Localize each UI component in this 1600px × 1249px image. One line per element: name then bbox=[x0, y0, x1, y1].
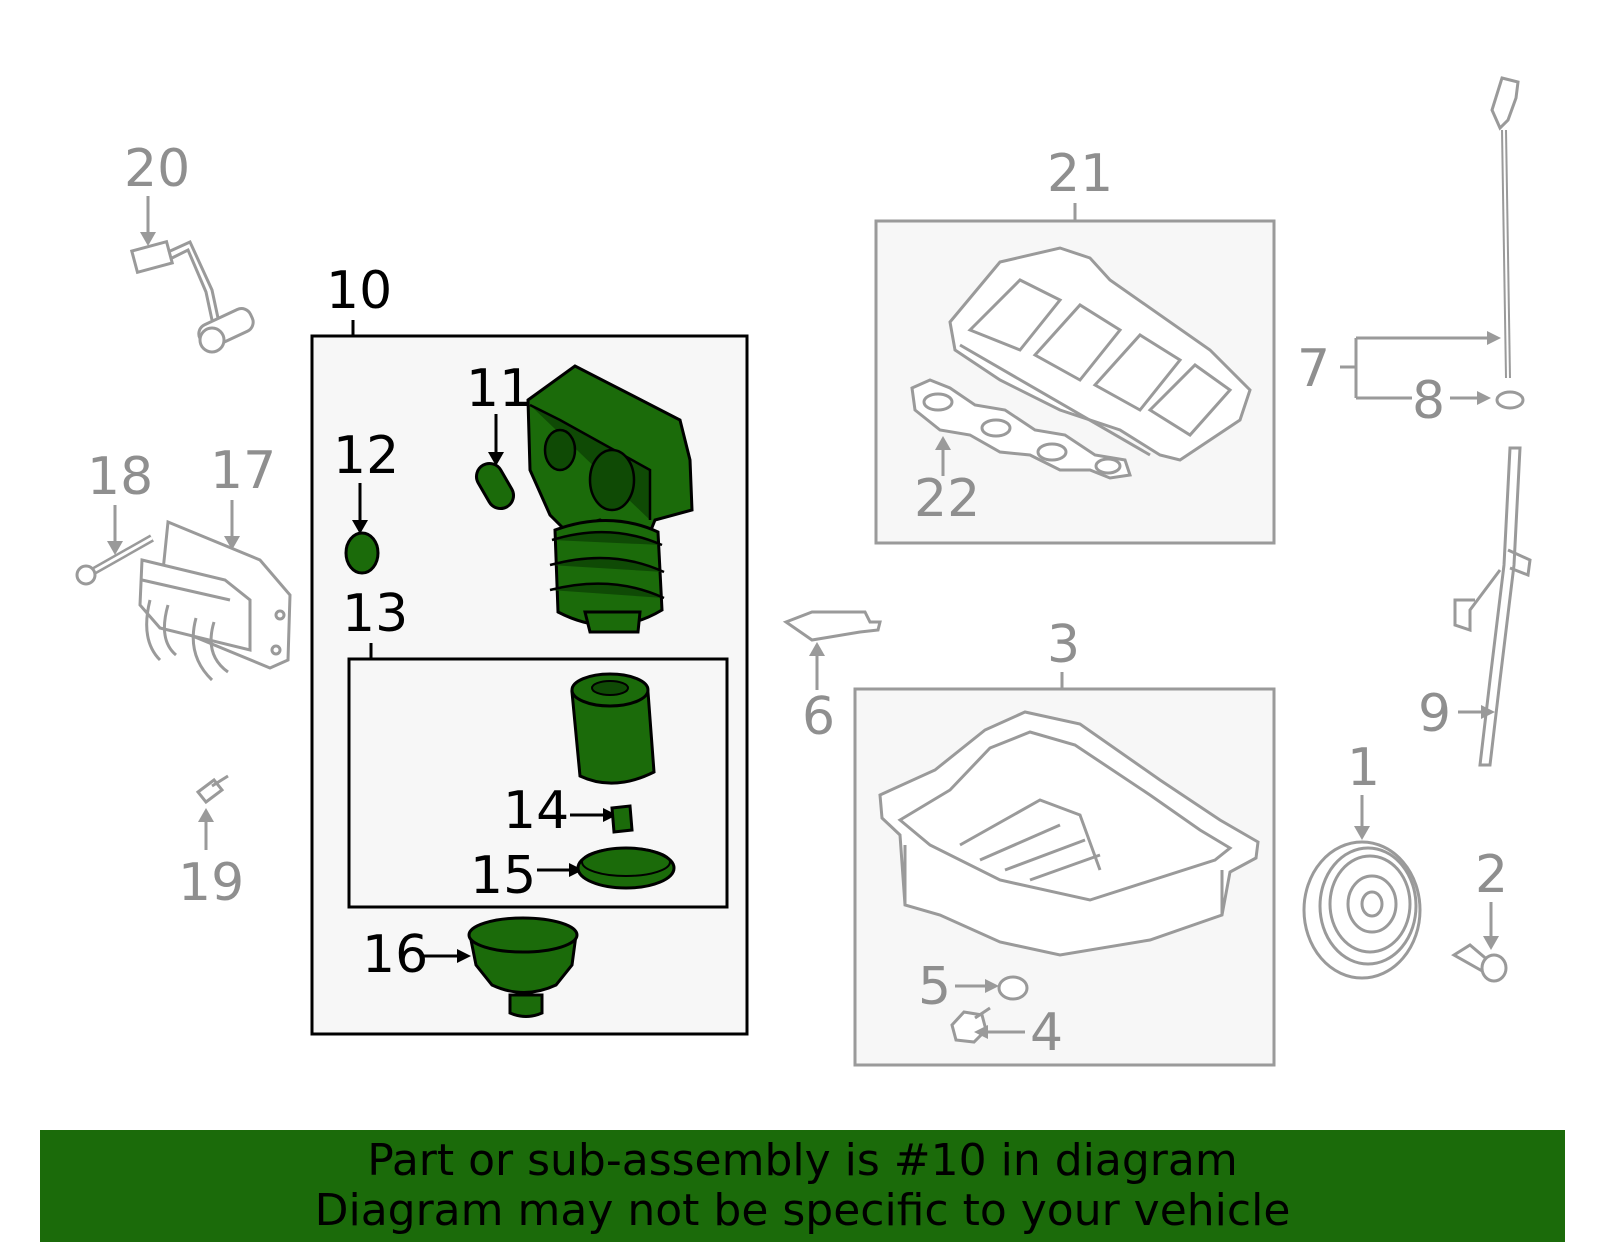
callout-19[interactable]: 19 bbox=[178, 853, 244, 913]
part-3-oil-pan[interactable] bbox=[878, 710, 1260, 957]
part-12-seal[interactable] bbox=[344, 531, 380, 575]
callout-10[interactable]: 10 bbox=[326, 261, 392, 321]
part-19-bolt[interactable] bbox=[195, 774, 229, 805]
callout-5[interactable]: 5 bbox=[918, 957, 951, 1017]
callout-15[interactable]: 15 bbox=[470, 846, 536, 906]
callout-3[interactable]: 3 bbox=[1047, 615, 1080, 675]
callout-20[interactable]: 20 bbox=[124, 139, 190, 199]
banner-line-1: Part or sub-assembly is #10 in diagram bbox=[367, 1135, 1238, 1186]
callout-12[interactable]: 12 bbox=[333, 426, 399, 486]
part-9-dipstick-tube[interactable] bbox=[1453, 446, 1532, 767]
part-14-drain-plug[interactable] bbox=[610, 804, 634, 834]
part-21-intake-manifold[interactable] bbox=[948, 246, 1252, 462]
sub-assembly-13-group: 13 14 15 bbox=[342, 584, 729, 909]
callout-2[interactable]: 2 bbox=[1475, 845, 1508, 905]
callout-4[interactable]: 4 bbox=[1030, 1003, 1063, 1063]
banner-line-2: Diagram may not be specific to your vehi… bbox=[314, 1185, 1291, 1236]
part-15-gasket[interactable] bbox=[576, 846, 676, 890]
part-11-oil-filter-housing[interactable] bbox=[526, 364, 694, 634]
callout-13[interactable]: 13 bbox=[342, 584, 408, 644]
callout-6[interactable]: 6 bbox=[802, 687, 835, 747]
part-8-o-ring[interactable] bbox=[1495, 390, 1525, 410]
part-18-bolt[interactable] bbox=[75, 534, 154, 586]
part-7-dipstick[interactable] bbox=[1490, 76, 1520, 379]
callout-8[interactable]: 8 bbox=[1412, 371, 1445, 431]
part-2-bolt[interactable] bbox=[1451, 943, 1508, 983]
callout-22[interactable]: 22 bbox=[914, 469, 980, 529]
assembly-3-group: 3 5 4 bbox=[853, 615, 1276, 1067]
callout-21[interactable]: 21 bbox=[1047, 144, 1113, 204]
callout-7[interactable]: 7 bbox=[1297, 339, 1330, 399]
callout-9[interactable]: 9 bbox=[1418, 684, 1451, 744]
part-6-baffle[interactable] bbox=[782, 610, 882, 642]
callout-11[interactable]: 11 bbox=[466, 359, 532, 419]
part-13-filter-element[interactable] bbox=[570, 672, 656, 785]
part-1-crankshaft-pulley[interactable] bbox=[1302, 840, 1422, 980]
part-16-filter-cap[interactable] bbox=[467, 916, 579, 1018]
callout-16[interactable]: 16 bbox=[362, 925, 428, 985]
part-4-drain-bolt[interactable] bbox=[950, 1006, 991, 1044]
info-banner: Part or sub-assembly is #10 in diagram D… bbox=[40, 1130, 1565, 1242]
callout-17[interactable]: 17 bbox=[210, 441, 276, 501]
assembly-21-group: 21 22 bbox=[874, 144, 1276, 545]
part-5-washer[interactable] bbox=[997, 975, 1029, 1001]
assembly-10-group: 10 11 12 13 bbox=[310, 261, 749, 1036]
callout-14[interactable]: 14 bbox=[503, 781, 569, 841]
part-17-oil-cooler[interactable] bbox=[138, 519, 292, 682]
part-11-o-ring bbox=[475, 461, 515, 511]
part-22-manifold-gasket[interactable] bbox=[910, 378, 1132, 480]
callout-18[interactable]: 18 bbox=[87, 447, 153, 507]
callout-1[interactable]: 1 bbox=[1347, 738, 1380, 798]
part-20-sensor[interactable] bbox=[129, 239, 257, 354]
